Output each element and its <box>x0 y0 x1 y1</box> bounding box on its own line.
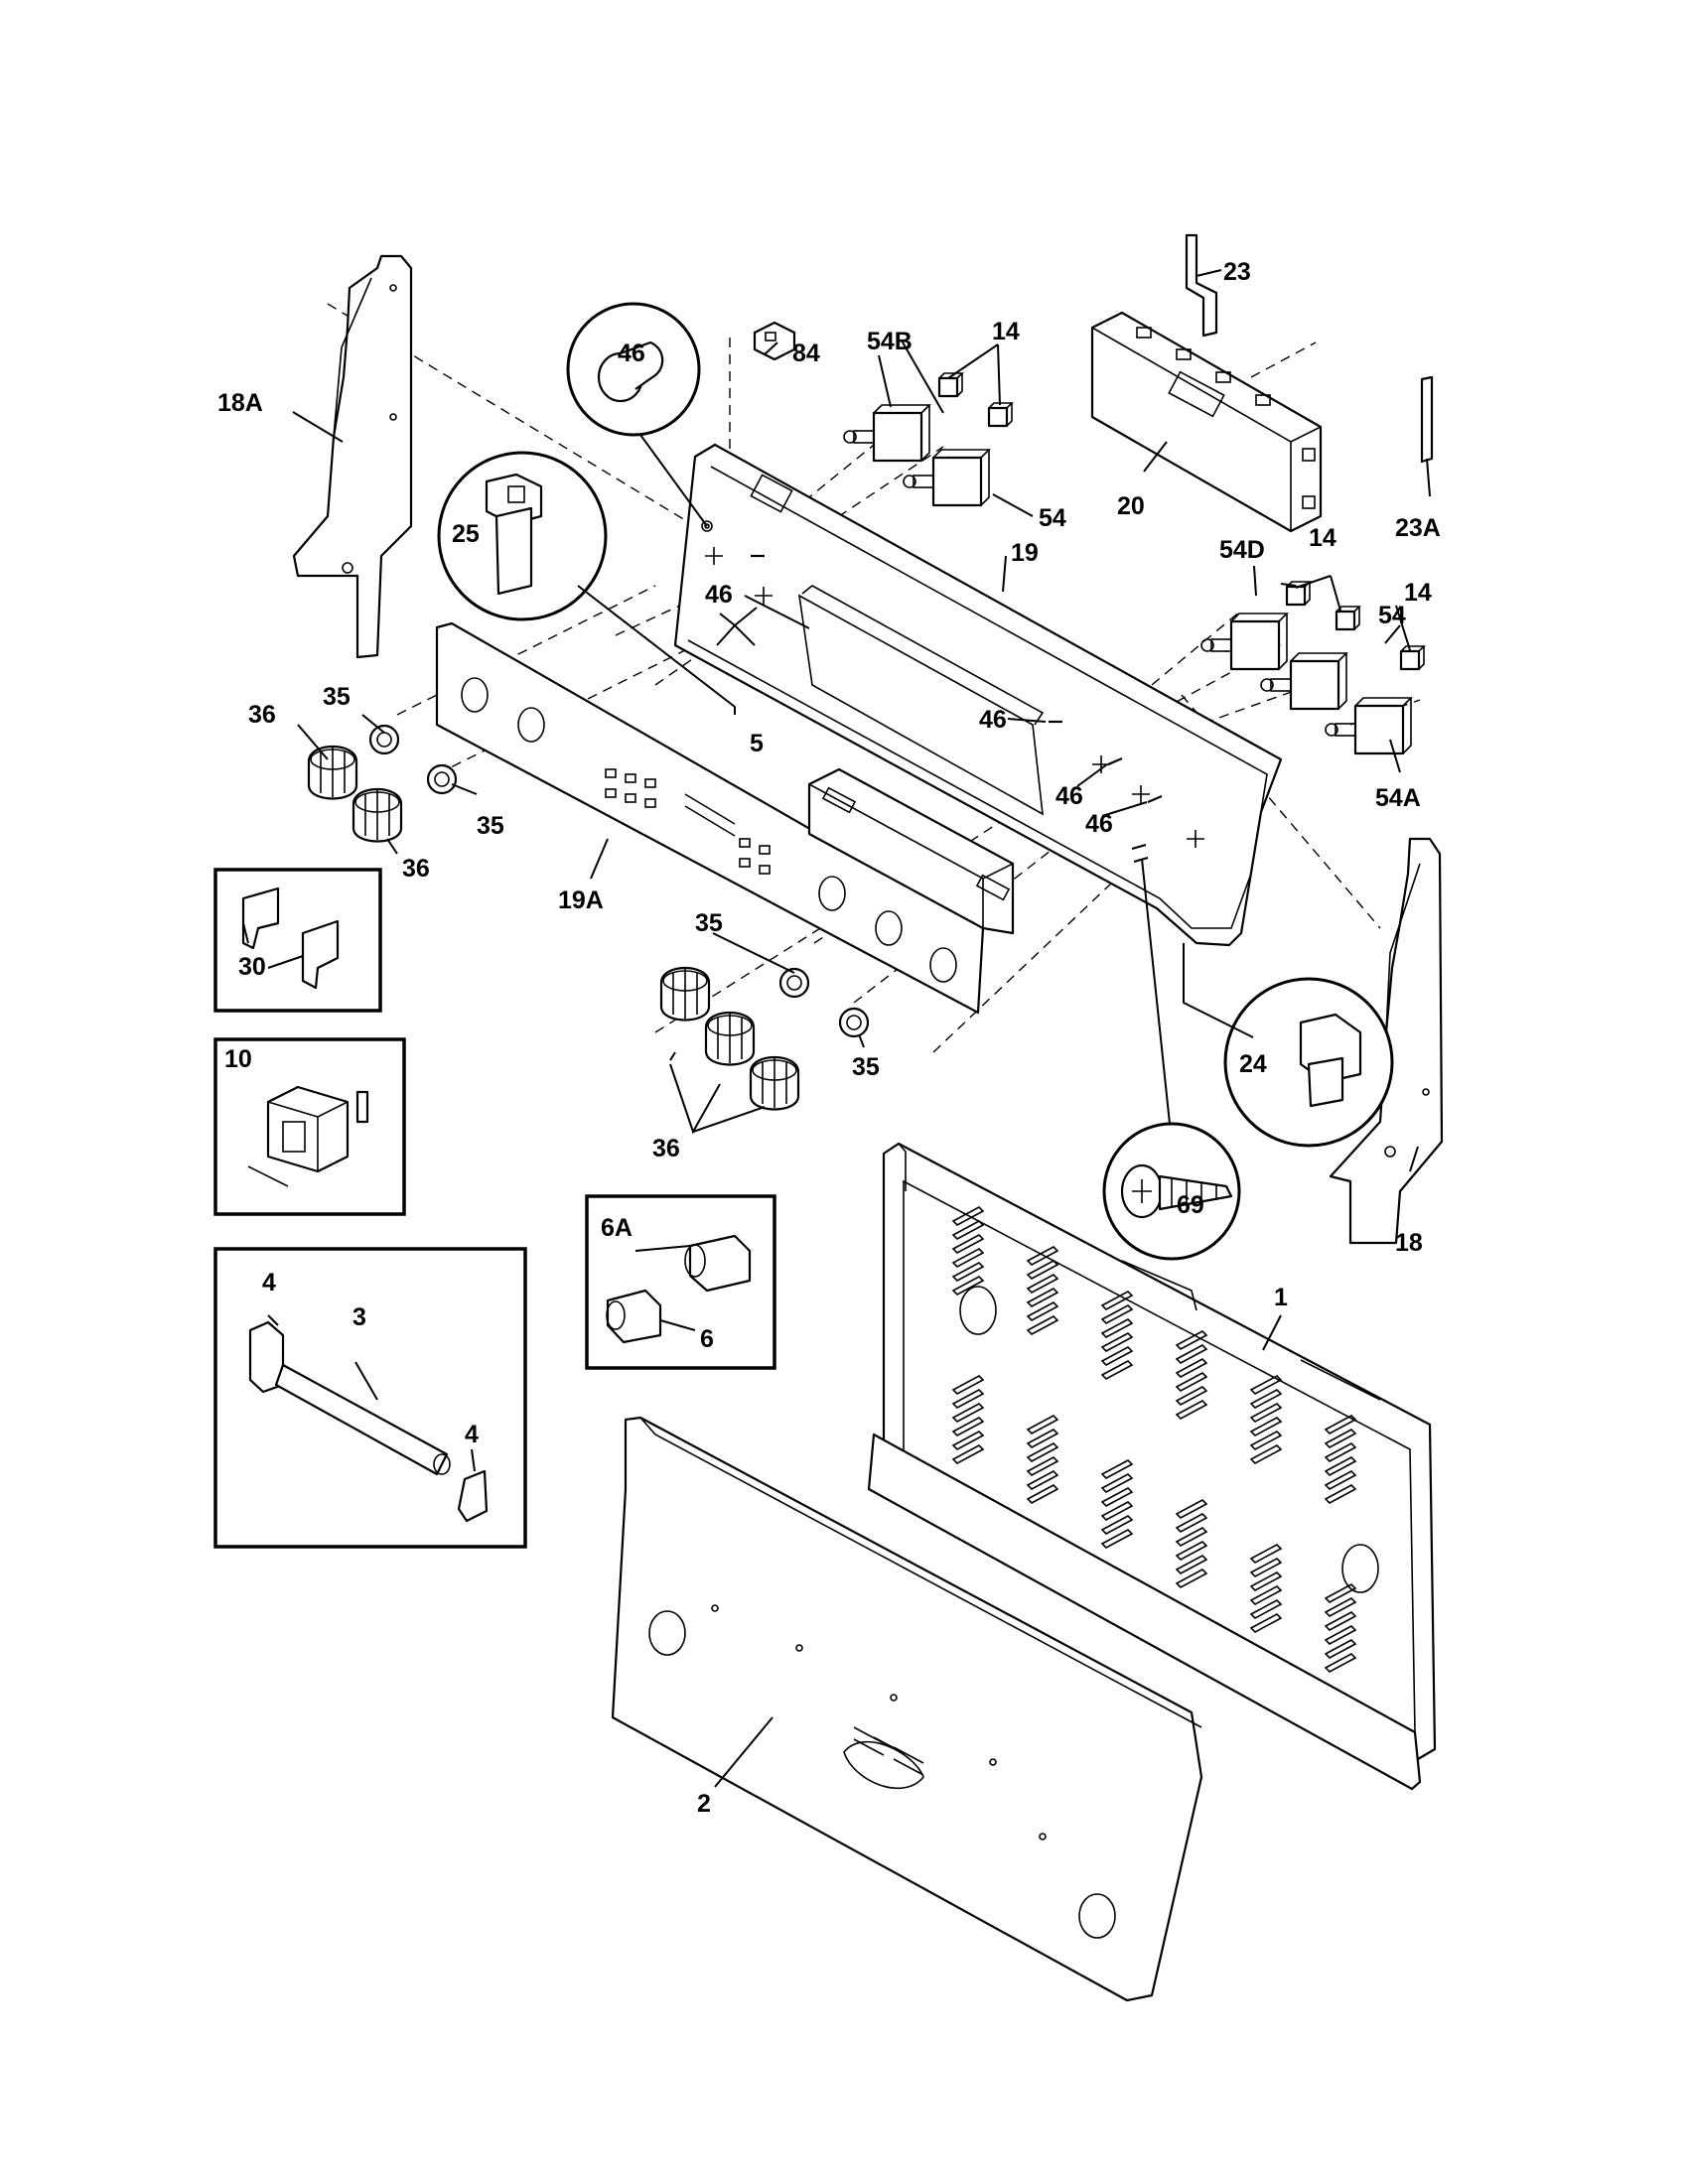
label-46-b: 46 <box>979 706 1007 734</box>
callout-part-46-button <box>566 302 701 437</box>
label-23A: 23A <box>1395 514 1441 542</box>
box-part-3-4-fluorescent-tube <box>213 1247 527 1549</box>
label-36-a: 36 <box>248 701 276 729</box>
label-10: 10 <box>224 1045 252 1073</box>
box-part-10-transformer <box>213 1037 406 1216</box>
label-46-c: 46 <box>1055 782 1083 810</box>
leader-lines <box>242 269 1431 1788</box>
label-24: 24 <box>1239 1050 1267 1078</box>
label-35-c: 35 <box>695 909 723 937</box>
label-84: 84 <box>792 340 820 367</box>
label-25: 25 <box>452 520 480 548</box>
label-20: 20 <box>1117 492 1145 520</box>
label-18: 18 <box>1395 1229 1423 1257</box>
label-23: 23 <box>1223 258 1251 286</box>
label-1: 1 <box>1274 1284 1288 1311</box>
label-54D: 54D <box>1219 536 1265 564</box>
label-54-upper: 54 <box>1039 504 1066 532</box>
label-54-lower: 54 <box>1378 602 1406 629</box>
label-6A: 6A <box>601 1214 633 1242</box>
label-46-d: 46 <box>1085 810 1113 838</box>
label-18A: 18A <box>217 389 263 417</box>
callout-part-25-switch <box>437 451 608 621</box>
part-23-board-bracket <box>1185 233 1218 338</box>
label-35-a: 35 <box>323 683 351 711</box>
label-35-d: 35 <box>852 1053 880 1081</box>
label-14-a: 14 <box>992 318 1020 345</box>
callout-part-69-screw <box>1102 1122 1241 1261</box>
label-46-callout: 46 <box>618 340 645 367</box>
part-19-control-panel-housing <box>673 443 1283 947</box>
label-6: 6 <box>700 1325 714 1353</box>
label-2: 2 <box>697 1790 711 1818</box>
part-2-lower-trim-panel <box>611 1416 1422 2002</box>
label-46-a: 46 <box>705 581 733 609</box>
part-19A-panel-overlay <box>435 621 1015 1015</box>
label-54A: 54A <box>1375 784 1421 812</box>
part-23A-board-bracket <box>1420 375 1434 464</box>
label-36-c: 36 <box>652 1135 680 1162</box>
label-35-b: 35 <box>477 812 504 840</box>
label-14-b: 14 <box>1309 524 1336 552</box>
box-part-30 <box>213 868 382 1013</box>
label-3: 3 <box>352 1303 366 1331</box>
part-54D-switch <box>1199 612 1289 671</box>
label-14-c: 14 <box>1404 579 1432 607</box>
part-54B-switch <box>842 403 931 463</box>
label-19: 19 <box>1011 539 1039 567</box>
label-19A: 19A <box>558 887 604 914</box>
label-4-right: 4 <box>465 1421 479 1448</box>
label-36-b: 36 <box>402 855 430 883</box>
part-labels: 18A 18 19 19A 20 23 23A 24 25 69 84 54B … <box>217 258 1441 1818</box>
label-54B: 54B <box>867 328 913 355</box>
part-20-control-board <box>1090 311 1323 533</box>
label-69: 69 <box>1177 1191 1204 1219</box>
callout-part-24-rocker-switch <box>1223 977 1394 1148</box>
label-5: 5 <box>750 730 764 757</box>
box-part-6-6A-lamp <box>585 1194 776 1370</box>
label-4-left: 4 <box>262 1269 276 1297</box>
label-30: 30 <box>238 953 266 981</box>
part-46-pins <box>701 520 1163 864</box>
part-18A-left-side-bracket <box>292 254 413 659</box>
part-84-socket <box>753 321 796 361</box>
